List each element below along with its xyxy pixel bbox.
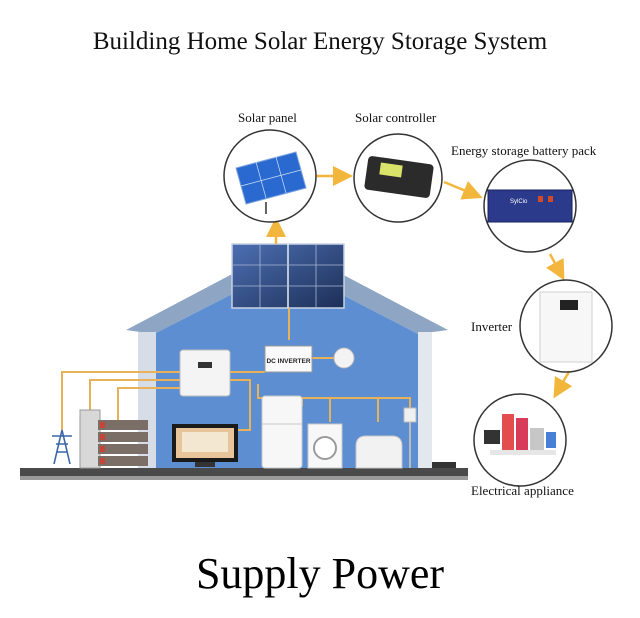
grid-cabinet (79, 409, 101, 469)
house-refrigerator (261, 395, 303, 469)
dc-inverter-box: DC INVERTER (264, 345, 313, 373)
label-solar-controller: Solar controller (355, 110, 437, 125)
solar-panel-node (223, 129, 317, 223)
power-pylon-icon (52, 429, 72, 465)
house-right-pillar (418, 332, 432, 470)
house-tv (172, 424, 238, 467)
label-appliance: Electrical appliance (471, 483, 574, 498)
label-battery: Energy storage battery pack (451, 143, 597, 158)
router (432, 462, 456, 468)
ground-slab (20, 468, 468, 476)
dc-inverter-label: DC INVERTER (266, 358, 310, 365)
house-lamp (403, 407, 417, 468)
appliance-node (473, 393, 567, 487)
footer-caption: Supply Power (195, 549, 445, 598)
wall-meter (333, 347, 355, 369)
battery-brand-label: SylCio (510, 199, 528, 205)
house-armchair (355, 435, 403, 469)
house-roof (126, 252, 448, 334)
label-solar-panel: Solar panel (238, 110, 297, 125)
flow-arrows (266, 166, 573, 399)
solar-controller-node (353, 133, 443, 223)
label-inverter: Inverter (471, 319, 513, 334)
roof-solar-panel (231, 243, 345, 309)
house-washing-machine (307, 423, 343, 469)
inverter-node (519, 279, 613, 373)
diagram-title: Building Home Solar Energy Storage Syste… (92, 28, 548, 55)
house-wall-inverter (179, 349, 231, 397)
wiring (61, 308, 411, 431)
battery-node: SylCio (483, 159, 577, 253)
house-battery-stack (98, 420, 148, 466)
